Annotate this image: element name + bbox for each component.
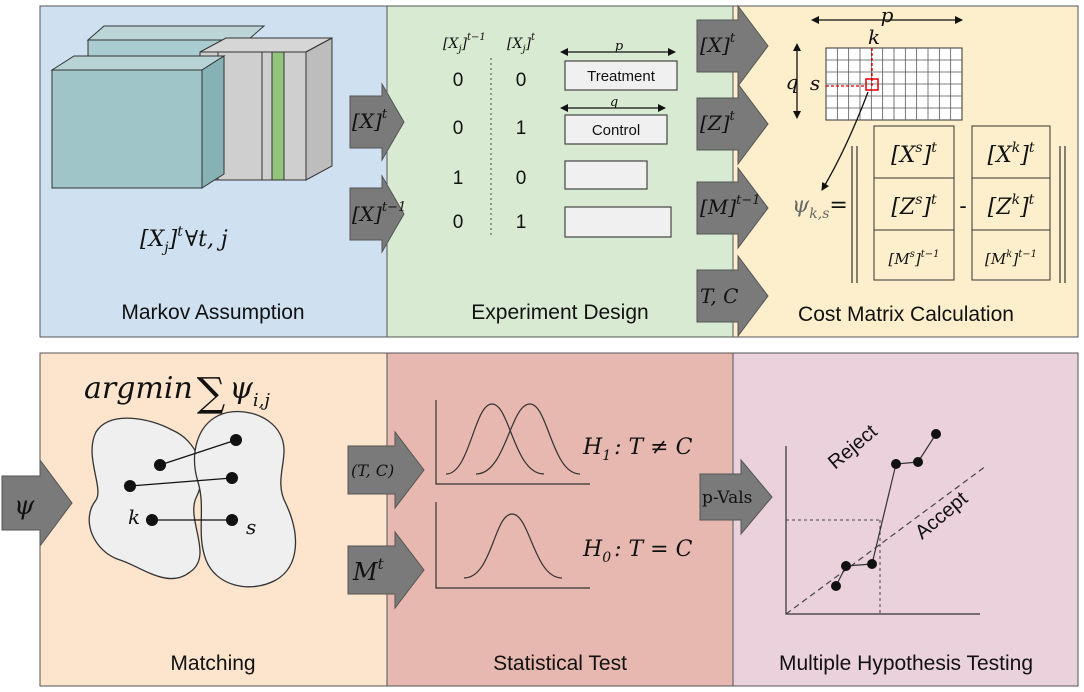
matching-s-label: s	[246, 515, 256, 539]
exp-row3-b: 0	[516, 168, 527, 189]
treatment-box	[564, 60, 678, 91]
exp-row2-b: 1	[516, 118, 527, 139]
arrow-markov-to-exp-1: [X]t	[349, 82, 405, 162]
arrow-into-cost-x: [X]t	[696, 4, 769, 88]
norm-bars	[851, 146, 1066, 283]
matching-blob-right	[193, 410, 297, 588]
cost-left-x: [Xs]t	[891, 140, 937, 168]
svg-text:(T, C): (T, C)	[351, 461, 394, 480]
svg-text:[X]t−1: [X]t−1	[352, 200, 406, 226]
exp-p-label: p	[615, 39, 624, 54]
matching-edges	[129, 439, 237, 521]
svg-text:ψ: ψ	[14, 491, 35, 521]
svg-text:p-Vals: p-Vals	[702, 488, 752, 508]
cost-cell-arrow	[821, 91, 869, 191]
matching-caption: Matching	[170, 652, 255, 675]
cost-s-label: s	[810, 71, 820, 95]
markov-blocks-graphic	[50, 25, 333, 189]
cost-right-x: [Xk]t	[988, 140, 1035, 168]
empty-box-2	[564, 206, 672, 238]
cost-right-vector	[971, 125, 1051, 281]
exp-row1-b: 0	[516, 70, 527, 91]
svg-text:T, C: T, C	[700, 284, 738, 308]
mht-plot	[785, 429, 987, 615]
cost-right-z: [Zk]t	[988, 192, 1035, 220]
arrow-into-mht: p-Vals	[699, 458, 773, 536]
arrow-into-stat-m: Mt	[347, 530, 425, 610]
matching-formula: argmin∑ψi,j	[84, 370, 270, 416]
experiment-caption: Experiment Design	[471, 301, 648, 324]
matching-blob-left	[88, 417, 203, 580]
svg-text:[Z]t: [Z]t	[700, 109, 736, 135]
stat-h1: H1: T ≠ C	[582, 435, 693, 464]
treatment-label: Treatment	[587, 68, 656, 85]
cost-right-m: [Mk]t−1	[985, 249, 1037, 268]
svg-text:[X]t: [X]t	[352, 107, 388, 133]
svg-text:Mt: Mt	[352, 555, 385, 586]
experiment-panel	[386, 5, 734, 338]
arrow-into-cost-m: [M]t−1	[696, 166, 769, 250]
cost-psi: ψk,s=	[792, 193, 848, 222]
exp-q-label: q	[610, 95, 618, 110]
markov-formula: [Xj]t∀t, j	[140, 224, 228, 256]
stat-plot-h1	[435, 400, 590, 485]
cost-caption: Cost Matrix Calculation	[798, 303, 1014, 326]
cost-left-vector	[873, 125, 955, 281]
exp-row4-a: 0	[453, 212, 464, 233]
arrow-into-cost-tc: T, C	[696, 254, 769, 338]
empty-box-1	[564, 160, 648, 190]
control-label: Control	[592, 122, 640, 139]
exp-row2-a: 0	[453, 118, 464, 139]
arrow-into-cost-z: [Z]t	[696, 82, 769, 166]
cost-left-z: [Zs]t	[891, 192, 937, 220]
arrow-markov-to-exp-2: [X]t−1	[349, 174, 406, 254]
svg-text:[X]t: [X]t	[700, 31, 736, 57]
exp-col1-header: [Xj]t−1	[443, 32, 486, 55]
matching-nodes	[124, 434, 242, 526]
cost-matrix-grid	[825, 47, 963, 121]
svg-text:[M]t−1: [M]t−1	[700, 193, 760, 219]
stat-h0: H0: T = C	[582, 537, 693, 566]
exp-row1-a: 0	[453, 70, 464, 91]
mht-panel	[732, 352, 1079, 687]
stat-plot-h0	[435, 502, 590, 589]
stat-caption: Statistical Test	[493, 652, 627, 675]
matching-k-label: k	[128, 505, 140, 529]
arrow-into-matching: ψ	[1, 458, 73, 548]
cost-minus: -	[959, 193, 966, 218]
cost-k-label: k	[868, 25, 880, 49]
cost-q-label: q	[786, 70, 799, 94]
stat-panel	[386, 352, 734, 687]
exp-row4-b: 1	[516, 212, 527, 233]
exp-row3-a: 1	[453, 168, 464, 189]
arrow-into-stat-tc: (T, C)	[347, 430, 425, 510]
mht-caption: Multiple Hypothesis Testing	[779, 652, 1033, 675]
cost-left-m: [Ms]t−1	[889, 249, 940, 268]
control-box	[564, 114, 668, 145]
cost-p-label: p	[881, 3, 894, 27]
exp-col2-header: [Xj]t	[507, 32, 536, 55]
markov-caption: Markov Assumption	[121, 301, 304, 324]
